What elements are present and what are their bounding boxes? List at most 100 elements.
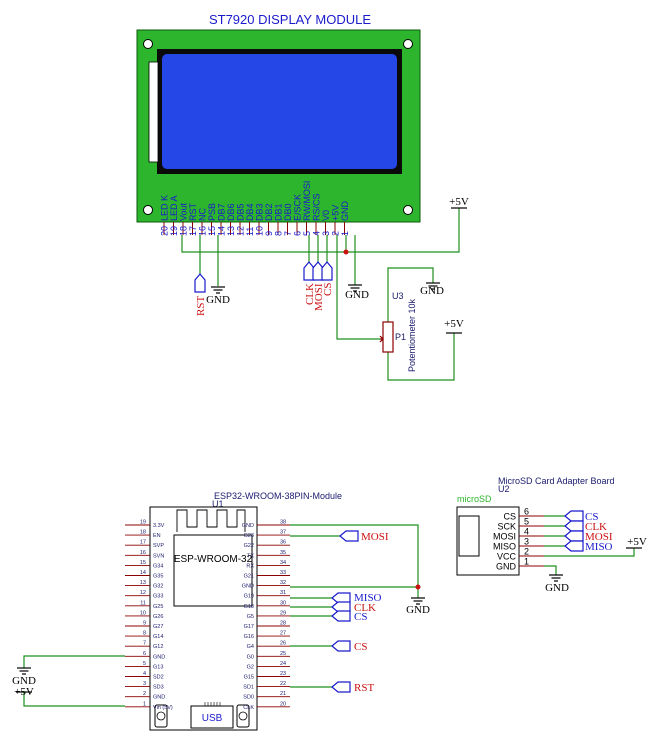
sd-vcc-label: +5V: [627, 536, 647, 548]
microsd-ref: U2: [498, 484, 510, 494]
esp32-left-pin-number: 2: [143, 691, 146, 697]
lcd-gnd-a-label: GND: [206, 294, 230, 306]
lcd-pin-name: DB3: [255, 203, 265, 221]
esp32-right-pin-number: 29: [280, 610, 286, 616]
esp32-left-pin-number: 11: [140, 600, 146, 606]
lcd-screen: [162, 54, 397, 169]
esp32-right-pin-number: 36: [280, 540, 286, 546]
clk-flag-icon: [564, 520, 584, 532]
lcd-pin-number: 20: [160, 226, 170, 236]
mounting-hole-tr: [403, 39, 413, 49]
ground-icon: [17, 667, 31, 675]
usb-port[interactable]: [190, 705, 234, 729]
esp32-right-pin-number: 22: [280, 681, 286, 687]
sd-pin-number: 4: [524, 527, 529, 537]
lcd-pin-name: RS/CS: [312, 193, 322, 221]
sd-card-slot: [458, 515, 480, 557]
lcd-pin-name: RW/MOSI: [302, 181, 312, 221]
lcd-pin-number: 3: [321, 231, 331, 236]
esp32-left-pin-number: 13: [140, 580, 146, 586]
esp32-left-pin-name: G25: [153, 604, 163, 610]
esp32-right-pin-name: G15: [244, 675, 254, 681]
sd-pin-number: 2: [524, 547, 529, 557]
esp32-left-pin-name: SD3: [153, 685, 164, 691]
pot-ref-label: U3: [392, 291, 404, 301]
esp32-left-pin-number: 12: [140, 590, 146, 596]
esp32-left-pin-number: 7: [143, 641, 146, 647]
esp32-wiring: [23, 524, 419, 707]
esp32-right-pin-name: TX: [247, 553, 254, 559]
lcd-rst-label: RST: [195, 296, 207, 316]
esp32-right-pin-number: 26: [280, 641, 286, 647]
sd-pin-number: 5: [524, 517, 529, 527]
lcd-gnd-b-label: GND: [345, 289, 369, 301]
esp32-right-pin-number: 34: [280, 560, 286, 566]
esp32-cs-b-label: CS: [354, 641, 367, 653]
esp32-right-pin-number: 33: [280, 570, 286, 576]
lcd-pin-number: 17: [188, 226, 198, 236]
lcd-pin-name: DB2: [264, 203, 274, 221]
miso-flag-icon: [564, 540, 584, 552]
esp32-left-pin-number: 9: [143, 621, 146, 627]
esp32-left-pin-number: 17: [140, 540, 146, 546]
esp32-left-pin-name: G26: [153, 614, 163, 620]
esp32-left-pin-number: 19: [140, 520, 146, 526]
rst-flag-icon: [194, 273, 206, 293]
lcd-pin-number: 5: [302, 231, 312, 236]
esp32-right-pin-name: G16: [244, 634, 254, 640]
lcd-pin-name: +5V: [331, 205, 341, 221]
esp32-left-pin-name: G12: [153, 644, 163, 650]
lcd-pin-number: 15: [207, 226, 217, 236]
esp32-mosi-label: MOSI: [361, 531, 389, 543]
lcd-pin-name: LED K: [160, 195, 170, 221]
usb-label: USB: [202, 713, 223, 724]
lcd-pin-name: DB1: [274, 203, 284, 221]
chip-pins-icon: [204, 702, 221, 706]
sd-pin-name: GND: [496, 562, 517, 572]
sd-pin-name: CS: [503, 512, 516, 522]
esp32-gnd-left-label: GND: [12, 675, 36, 687]
esp32-gnd-right-label: GND: [406, 604, 430, 616]
lcd-pin-number: 6: [293, 231, 303, 236]
esp32-left-pin-name: G35: [153, 574, 163, 580]
lcd-pin-number: 14: [217, 226, 227, 236]
lcd-pin-number: 18: [179, 226, 189, 236]
lcd-clk-label: CLK: [304, 283, 316, 305]
esp32-left-pin-name: G27: [153, 624, 163, 630]
cs-flag-icon: [331, 610, 351, 622]
esp32-junction-dot: [415, 584, 421, 590]
lcd-pin-name: DB7: [217, 203, 227, 221]
lcd-pin-name: Vout: [179, 202, 189, 221]
wiper-arrow-icon: [379, 335, 384, 343]
esp32-left-pin-number: 6: [143, 651, 146, 657]
lcd-pin-number: 4: [312, 231, 322, 236]
esp32-right-pin-number: 32: [280, 580, 286, 586]
esp32-right-pin-number: 35: [280, 550, 286, 556]
mounting-hole-bl: [143, 205, 153, 215]
esp32-right-pin-name: G17: [244, 624, 254, 630]
mounting-hole-br: [403, 205, 413, 215]
lcd-pin-name: DB0: [283, 203, 293, 221]
esp32-left-pin-name: Vin (5V): [153, 705, 173, 711]
lcd-cs-label: CS: [322, 283, 334, 296]
lcd-pin-number: 16: [198, 226, 208, 236]
microsd-wiring: [544, 515, 635, 575]
mosi-flag-icon: [312, 261, 324, 281]
sd-pin-name: VCC: [497, 552, 517, 562]
cs-flag-icon: [321, 261, 333, 281]
esp32-right-pin-name: G22: [244, 543, 254, 549]
microsd-title: MicroSD Card Adapter Board: [498, 476, 615, 486]
esp32-right-pin-name: GND: [242, 523, 254, 529]
ground-icon: [549, 574, 563, 582]
esp32-left-pin-number: 15: [140, 560, 146, 566]
lcd-pin-number: 2: [331, 231, 341, 236]
pot-name-label: P1: [395, 332, 406, 342]
lcd-title: ST7920 DISPLAY MODULE: [209, 12, 371, 27]
esp32-right-pin-name: G19: [244, 594, 254, 600]
esp32-right-pin-name: G0: [247, 654, 254, 660]
esp32-left-pin-number: 16: [140, 550, 146, 556]
sd-pin-name: SCK: [497, 522, 516, 532]
esp32-right-pin-name: G18: [244, 604, 254, 610]
